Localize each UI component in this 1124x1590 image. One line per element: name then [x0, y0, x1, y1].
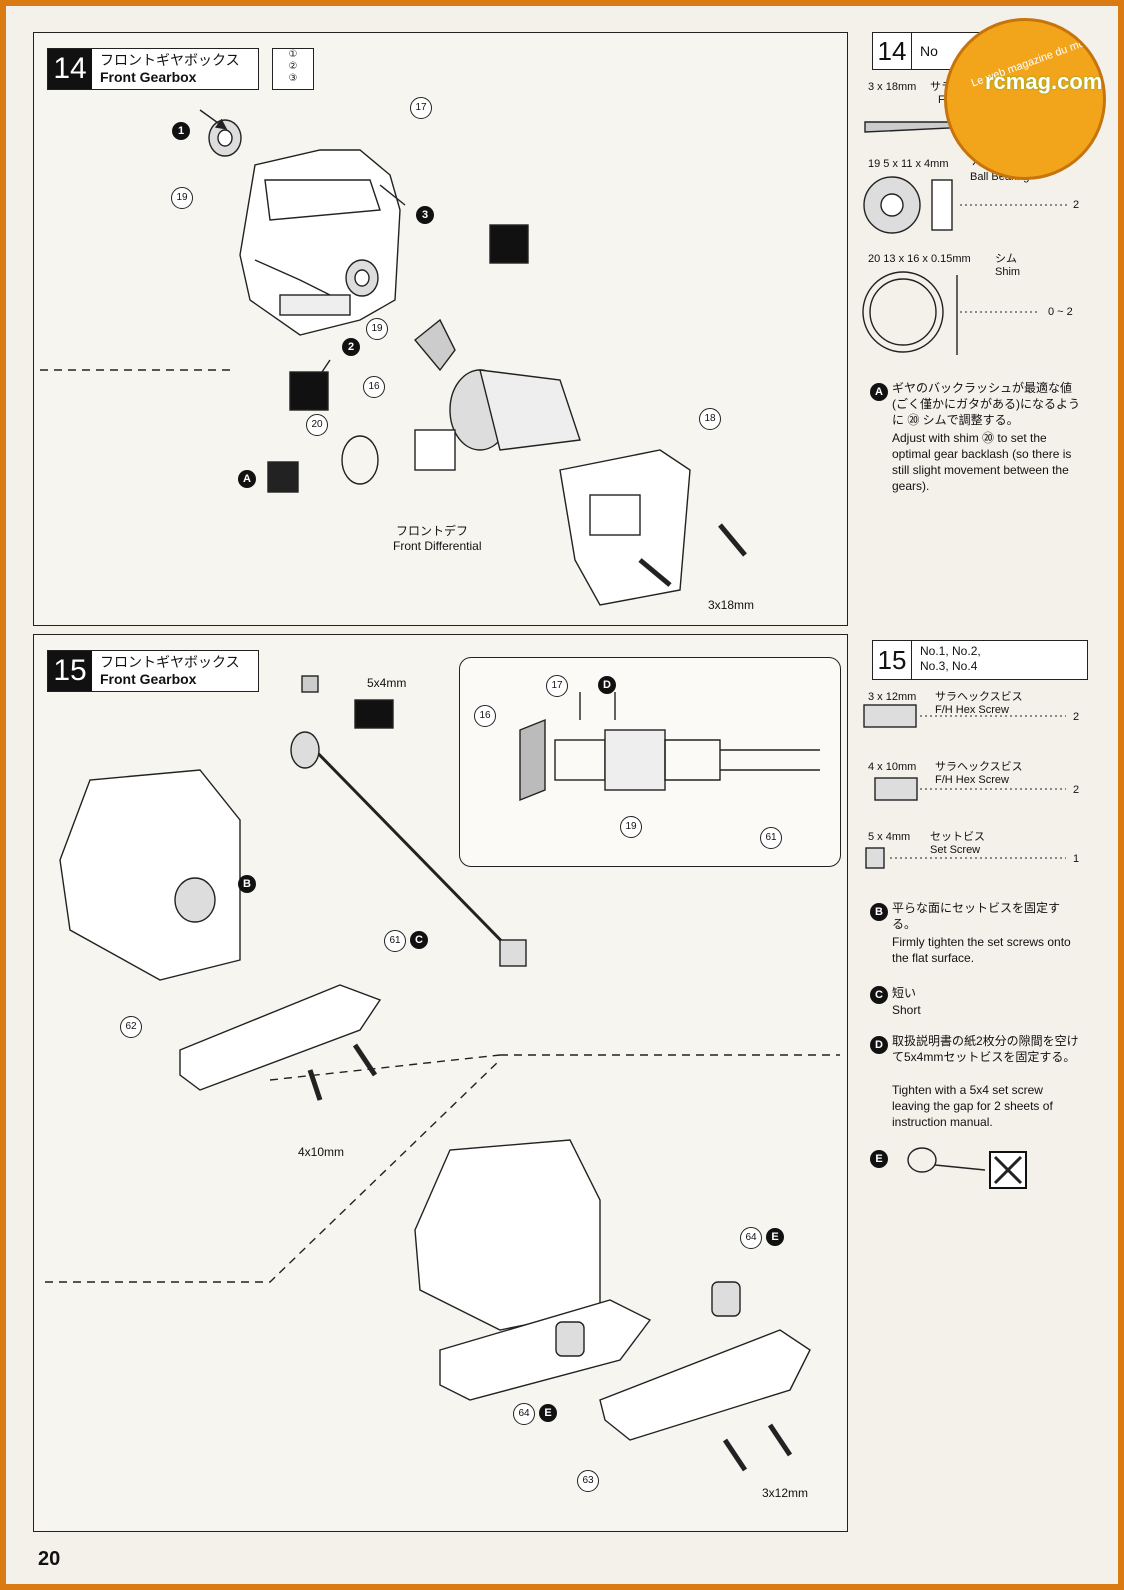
- detail-part-17: 17: [546, 675, 568, 697]
- side15-number: 15: [873, 641, 912, 679]
- part-20: 20: [306, 414, 328, 436]
- part-18: 18: [699, 408, 721, 430]
- part-17: 17: [410, 97, 432, 119]
- step15-title-jp: フロントギヤボックス: [100, 654, 240, 670]
- side15-screw2-qty: 2: [1073, 784, 1080, 796]
- side15-note-B-en: Firmly tighten the set screws onto the f…: [892, 935, 1071, 965]
- part-19-mid: 19: [366, 318, 388, 340]
- screw-4x10-label: 4x10mm: [298, 1145, 345, 1159]
- screw-3x12-label: 3x12mm: [762, 1486, 809, 1500]
- side15-screw1-en: F/H Hex Screw: [935, 704, 1009, 716]
- side15-note-D-jp: 取扱説明書の紙2枚分の隙間を空けて5x4mmセットビスを固定する。: [892, 1034, 1079, 1064]
- step14-callout-3: 3: [416, 206, 434, 224]
- side15-screw3-en: Set Screw: [930, 844, 981, 856]
- detail-gap-D: D: [598, 676, 616, 694]
- side15-note-C-marker: C: [870, 986, 888, 1004]
- side14-bearing-size: 19 5 x 11 x 4mm: [868, 158, 949, 170]
- front-diff-jp: フロントデフ: [396, 524, 469, 538]
- side15-note-C-jp: 短い: [892, 986, 917, 1000]
- side15-bags: No.1, No.2, No.3, No.4: [920, 644, 981, 673]
- logo-name: rcmag.com: [985, 69, 1103, 94]
- step14-number: 14: [48, 49, 92, 89]
- side14-shim-jp: シム: [995, 253, 1017, 265]
- step14-title-jp: フロントギヤボックス: [100, 52, 240, 68]
- part-63: 63: [577, 1470, 599, 1492]
- side15-screw2-en: F/H Hex Screw: [935, 774, 1009, 786]
- part-64-upper: 64: [740, 1227, 762, 1249]
- side15-screw1-size: 3 x 12mm: [868, 691, 917, 703]
- side15-note-B-marker: B: [870, 903, 888, 921]
- side15-header: 15 No.1, No.2, No.3, No.4: [872, 640, 1088, 680]
- side14-note-A-en: Adjust with shim ⑳ to set the optimal ge…: [892, 431, 1072, 493]
- part-64-lower: 64: [513, 1403, 535, 1425]
- step15-callout-E-lower: E: [539, 1404, 557, 1422]
- side15-note-C-en: Short: [892, 1003, 921, 1017]
- side14-note-A-jp: ギヤのバックラッシュが最適な値(ごく僅かにガタがある)になるように ⑳ シムで調…: [892, 381, 1080, 427]
- step15-callout-B: B: [238, 875, 256, 893]
- rcmag-logo: Le web magazine du modélisme rcmag.com: [944, 18, 1106, 180]
- page-number: 20: [38, 1548, 61, 1570]
- step15-callout-E-upper: E: [766, 1228, 784, 1246]
- side15-screw2-size: 4 x 10mm: [868, 761, 917, 773]
- side15-note-D-marker: D: [870, 1036, 888, 1054]
- side15-screw1-jp: サラヘックスビス: [935, 691, 1023, 703]
- side15-note-E-marker: E: [870, 1150, 888, 1168]
- detail-part-61: 61: [760, 827, 782, 849]
- detail-part-19: 19: [620, 816, 642, 838]
- side15-note-D-en: Tighten with a 5x4 set screw leaving the…: [892, 1083, 1053, 1129]
- screw-3x18-label: 3x18mm: [708, 598, 755, 612]
- step15-callout-C: C: [410, 931, 428, 949]
- step14-callout-1: 1: [172, 122, 190, 140]
- step14-panel: [33, 32, 848, 626]
- side14-bag: No: [920, 43, 938, 59]
- detail-part-16: 16: [474, 705, 496, 727]
- step14-callout-2: 2: [342, 338, 360, 356]
- side14-bearing-qty: 2: [1073, 199, 1080, 211]
- step14-title-en: Front Gearbox: [100, 69, 197, 85]
- side14-screw-size: 3 x 18mm: [868, 81, 917, 93]
- side15-screw1-qty: 2: [1073, 711, 1080, 723]
- part-62: 62: [120, 1016, 142, 1038]
- front-diff-en: Front Differential: [393, 539, 482, 553]
- side15-screw3-size: 5 x 4mm: [868, 831, 911, 843]
- step15-number: 15: [48, 651, 92, 691]
- side15-screw3-jp: セットビス: [930, 831, 985, 843]
- side14-shim-size: 20 13 x 16 x 0.15mm: [868, 253, 971, 265]
- setscrew-label: 5x4mm: [367, 676, 407, 690]
- side14-number: 14: [873, 33, 912, 69]
- part-19-top: 19: [171, 187, 193, 209]
- step15-title-en: Front Gearbox: [100, 671, 197, 687]
- side15-screw2-jp: サラヘックスビス: [935, 761, 1023, 773]
- side14-shim-en: Shim: [995, 266, 1021, 278]
- side14-shim-qty: 0 ~ 2: [1048, 306, 1073, 318]
- step14-callout-A: A: [238, 470, 256, 488]
- side15-screw3-qty: 1: [1073, 853, 1080, 865]
- side15-note-B-jp: 平らな面にセットビスを固定する。: [892, 901, 1061, 931]
- side14-note-A-marker: A: [870, 383, 888, 401]
- part-61: 61: [384, 930, 406, 952]
- part-16: 16: [363, 376, 385, 398]
